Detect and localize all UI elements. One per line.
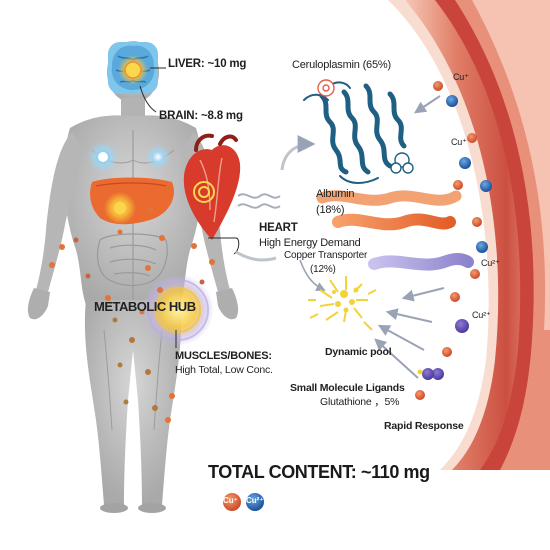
cu-ion <box>467 133 477 143</box>
cu-ion <box>442 347 452 357</box>
cu2-label-mid: Cu²⁺ <box>481 258 500 268</box>
cu-legend-blue-swatch <box>246 493 264 511</box>
muscles-title: MUSCLES/BONES: <box>175 350 272 362</box>
cu-legend-orange-swatch <box>223 493 241 511</box>
liver-label: LIVER: ~10 mg <box>168 58 247 70</box>
cu-ion <box>480 180 492 192</box>
copper-transporter <box>368 253 474 271</box>
lungs <box>87 141 171 173</box>
ligand-ions <box>417 368 434 380</box>
dynamic-pool-label: Dynamic pool <box>325 346 392 358</box>
brain <box>108 42 158 94</box>
cu-ion <box>476 241 488 253</box>
cu-ion <box>433 81 443 91</box>
leader-lines <box>139 67 240 348</box>
cu2-label-low: Cu²⁺ <box>472 310 491 320</box>
cu-ion <box>450 292 460 302</box>
cu1-label-mid: Cu⁺ <box>451 137 467 147</box>
albumin-percent: (18%) <box>316 204 345 216</box>
flow-arrows <box>235 95 445 379</box>
albumin-protein <box>316 190 462 231</box>
vessel-ions <box>415 81 492 400</box>
heart <box>183 133 241 240</box>
transporter-percent: (12%) <box>310 264 336 275</box>
legend-cu-b: Cu²⁺ <box>246 496 264 505</box>
brain-label: BRAIN: ~8.8 mg <box>159 110 243 122</box>
cu-ion <box>472 217 482 227</box>
cu1-label-top: Cu⁺ <box>453 72 469 82</box>
total-content-label: TOTAL CONTENT: ~110 mg <box>208 462 430 482</box>
ligands-subtitle: Glutathione ，5% <box>320 396 400 408</box>
body-copper-dots <box>49 207 215 423</box>
cu-ion <box>455 319 469 333</box>
liver <box>90 177 174 225</box>
cu-ion <box>415 390 425 400</box>
cu-ion <box>470 269 480 279</box>
ligands-label: Small Molecule Ligands <box>290 382 405 394</box>
muscles-subtitle: High Total, Low Conc. <box>175 364 273 376</box>
cu-ion <box>459 157 471 169</box>
albumin-label: Albumin <box>316 188 355 200</box>
legend-swatches <box>223 493 264 511</box>
cu-ion <box>453 180 463 190</box>
cu-ion <box>432 368 444 380</box>
ceruloplasmin-protein <box>303 79 414 184</box>
heart-subtitle: High Energy Demand <box>259 237 361 249</box>
metabolic-hub-label: METABOLIC HUB <box>94 299 196 314</box>
dynamic-pool <box>308 276 377 331</box>
cu-ion <box>446 95 458 107</box>
heart-title: HEART <box>259 222 298 234</box>
rapid-response-label: Rapid Response <box>384 420 464 432</box>
transporter-label: Copper Transporter <box>284 250 368 261</box>
ceruloplasmin-label: Ceruloplasmin (65%) <box>292 59 391 71</box>
blood-vessel <box>388 0 550 470</box>
legend-cu-a: Cu⁺ <box>223 496 238 505</box>
